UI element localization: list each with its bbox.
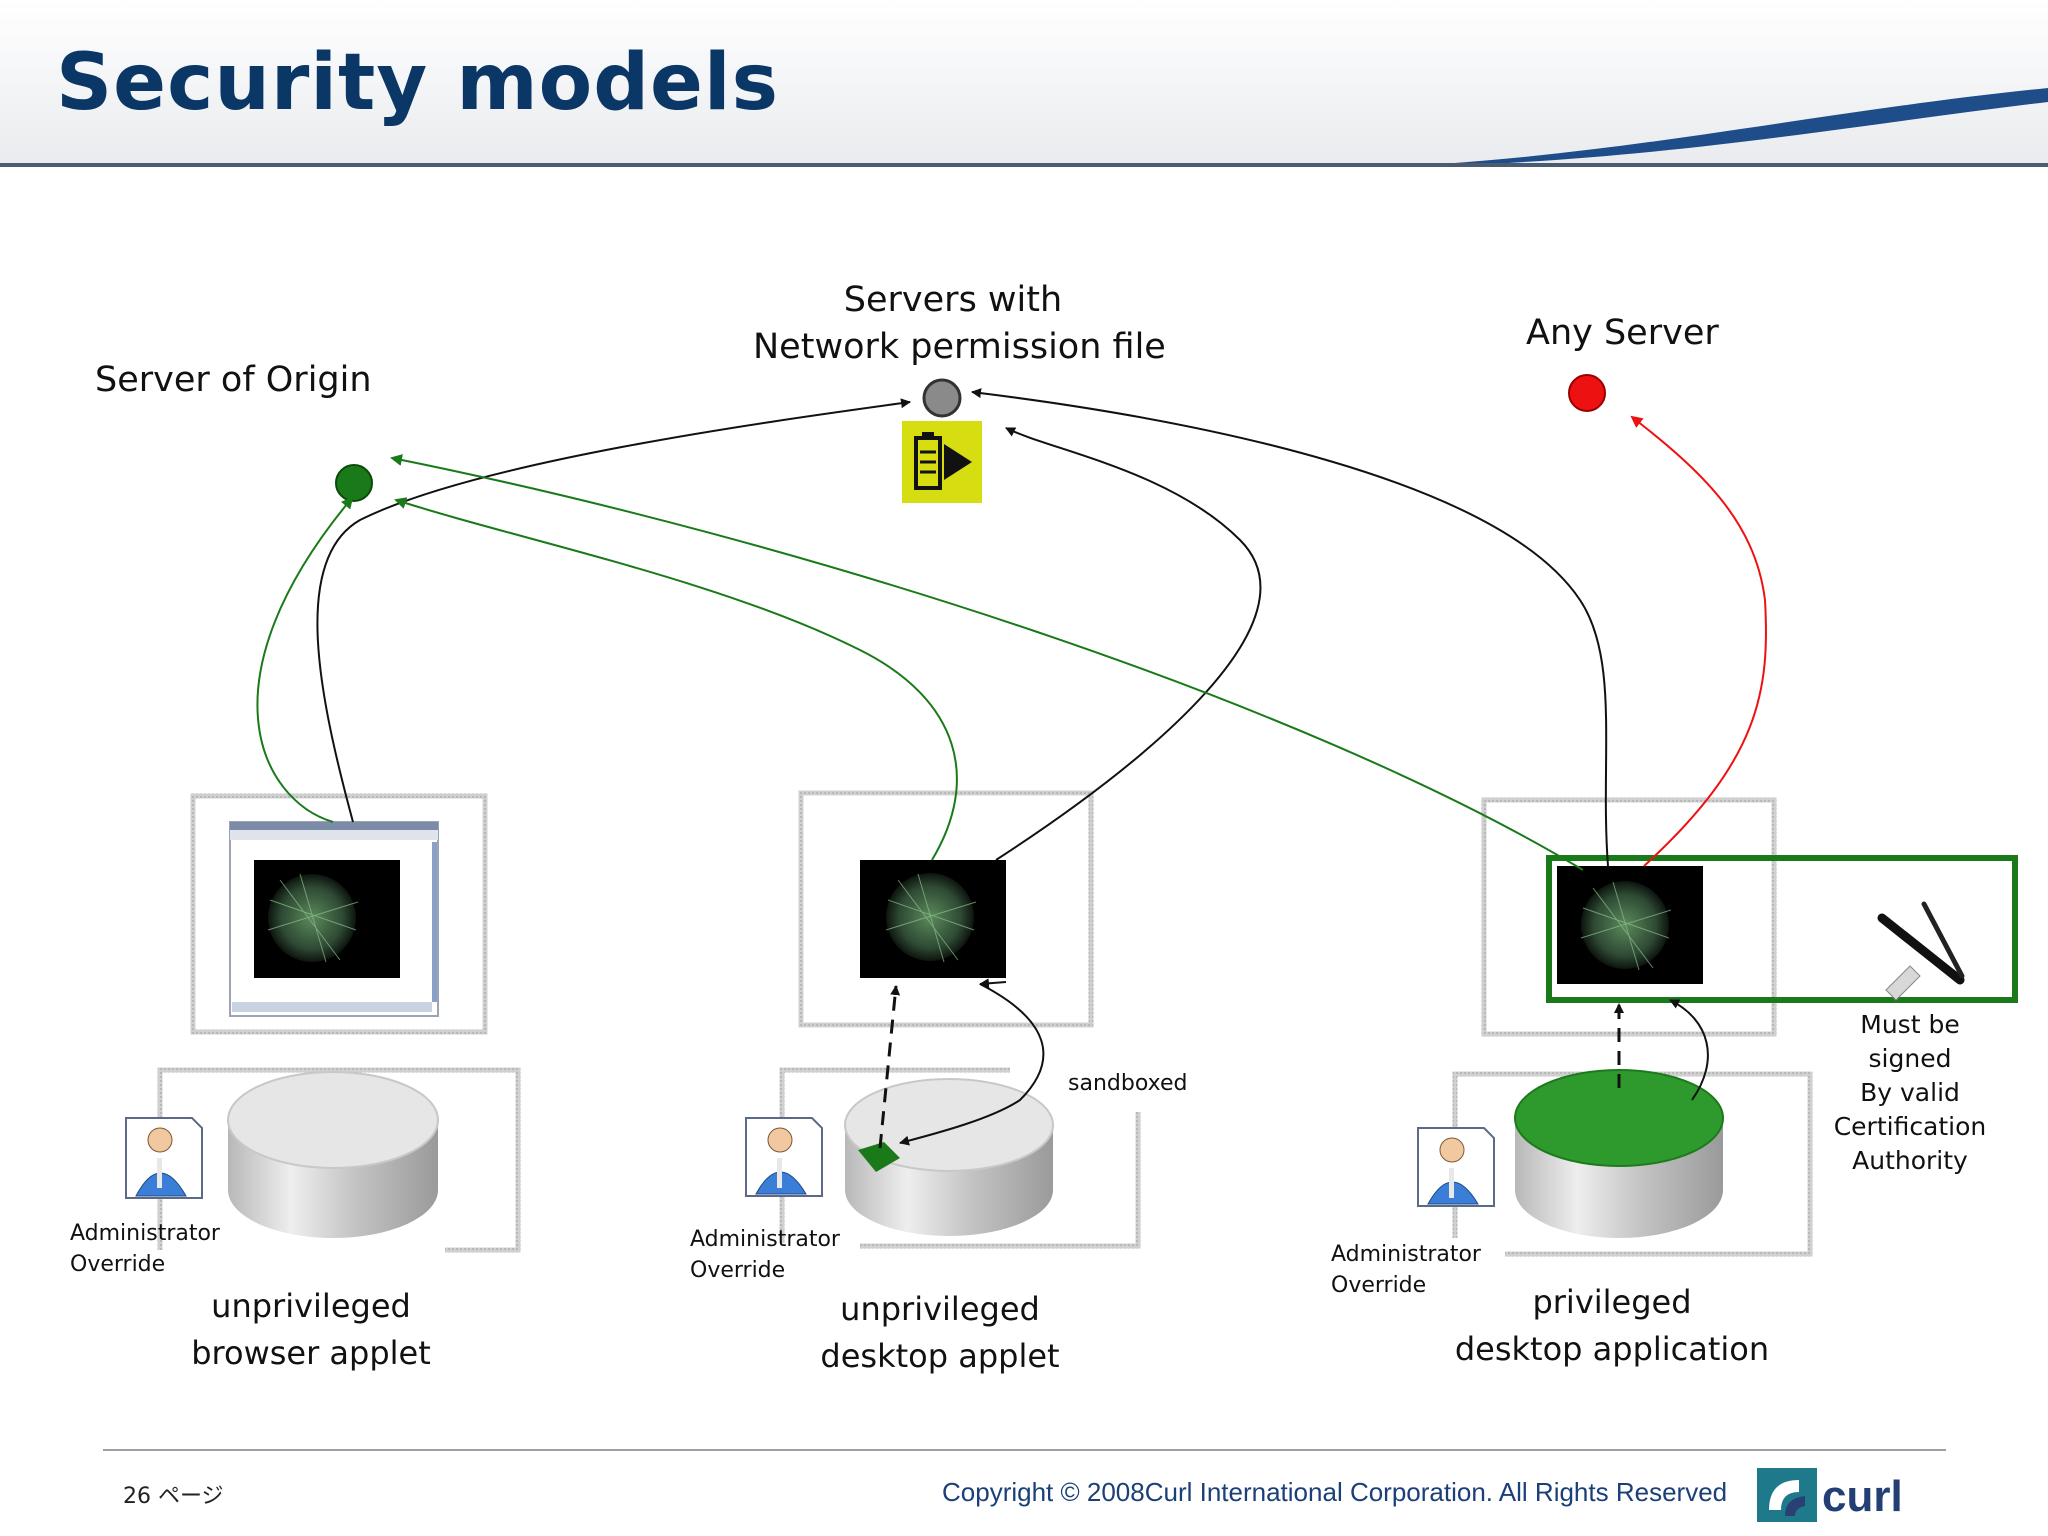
any-server-label: Any Server (1526, 313, 1719, 353)
desktop-app-frame (1481, 797, 1777, 1037)
sandbox-area (858, 1142, 900, 1172)
network-servers-label-line1: Servers with (843, 280, 1063, 320)
permission-file-icon (902, 421, 982, 503)
sandboxed-label: sandboxed (1068, 1071, 1188, 1096)
desktop-app-disk (1514, 1069, 1724, 1238)
copyright-notice: Copyright © 2008Curl International Corpo… (942, 1477, 1728, 1507)
administrator-icon (1417, 1127, 1495, 1207)
desktop-applet-frame (798, 790, 1094, 1028)
browser-applet-disk (227, 1071, 439, 1238)
server-of-origin-node (335, 464, 373, 502)
any-server-node (1568, 374, 1606, 412)
network-servers-label-line2: Network permission file (753, 327, 1166, 367)
signing-frame (1546, 855, 2018, 1003)
curl-logo-text: curl (1822, 1472, 1903, 1521)
page-number: 26 ページ (123, 1484, 224, 1509)
network-server-node (922, 378, 962, 418)
header-rule (0, 163, 2048, 167)
desktop-applet-disk (844, 1078, 1054, 1236)
footer-rule (103, 1449, 1946, 1451)
desktop-applet-window (860, 860, 1006, 978)
administrator-icon (745, 1117, 823, 1197)
administrator-icon (125, 1117, 203, 1199)
curl-logo-icon (1757, 1468, 1817, 1522)
desktop-app-window (1557, 866, 1703, 984)
browser-applet-frame (190, 793, 488, 1035)
signing-pen-icon (1877, 901, 1965, 1001)
server-of-origin-label: Server of Origin (95, 360, 372, 400)
browser-window-icon (229, 821, 439, 1017)
slide-title: Security models (56, 38, 780, 128)
header-swoosh (1440, 88, 2048, 166)
